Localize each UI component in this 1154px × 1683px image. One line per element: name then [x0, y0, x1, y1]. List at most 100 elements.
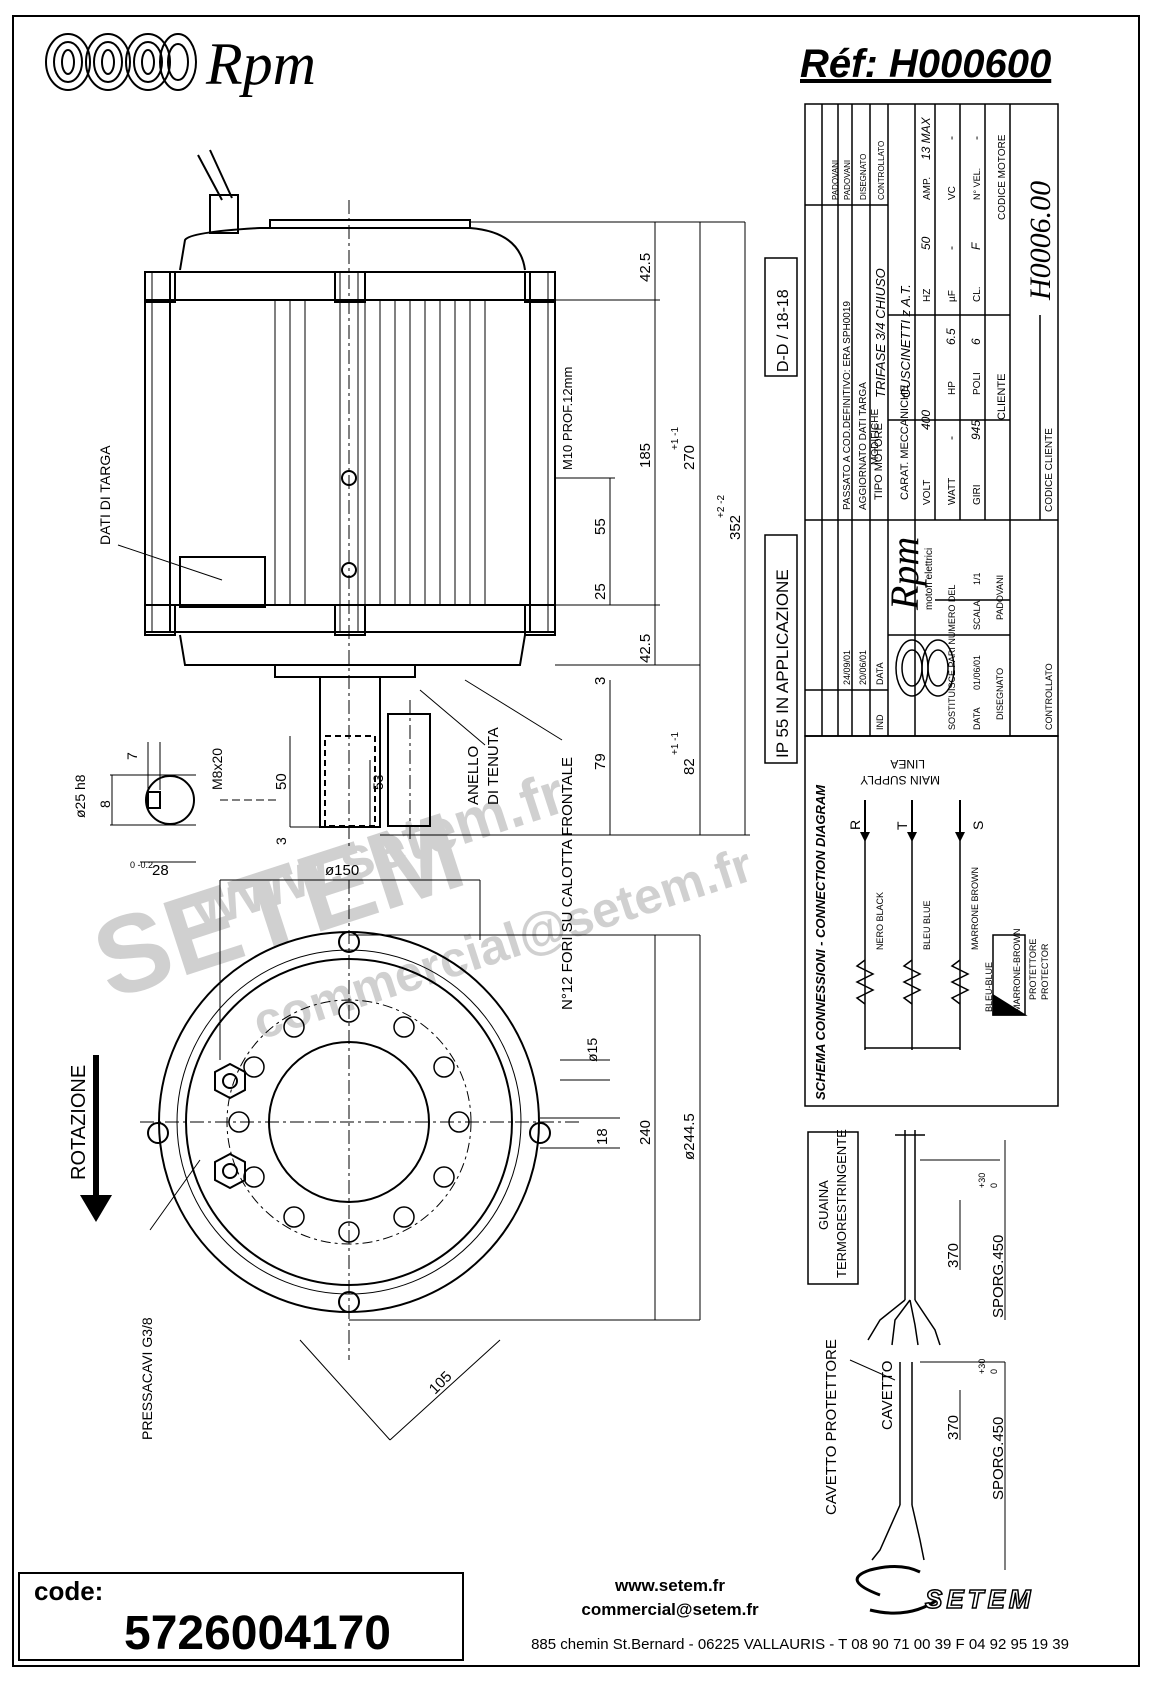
pressacavi-label: PRESSACAVI G3/8 — [139, 1317, 155, 1440]
controllato-col: CONTROLLATO — [877, 141, 886, 200]
uf-label: µF — [947, 290, 958, 302]
setem-logo-icon — [855, 1565, 941, 1615]
dd-box — [764, 257, 798, 377]
ind-label: IND — [875, 714, 885, 730]
cable-assembly-1 — [867, 1130, 1006, 1346]
dim-82-tol: +1 -1 — [670, 731, 681, 755]
hp-value: 6.5 — [944, 328, 958, 345]
dim-28: 28 — [152, 862, 169, 879]
ip55-box — [764, 534, 798, 764]
dim-18: 18 — [594, 1128, 611, 1145]
cavetto-protettore-label: CAVETTO PROTETTORE — [823, 1339, 840, 1515]
dim-25h8: ø25 h8 — [72, 774, 88, 818]
watt-label: WATT — [947, 478, 958, 505]
data-col-label: DATA — [875, 662, 885, 685]
vc-label: VC — [947, 186, 958, 200]
hz-value: 50 — [919, 236, 933, 250]
controllato-label: CONTROLLATO — [1044, 663, 1054, 730]
dim-150: ø150 — [325, 862, 359, 879]
padovani-col-1: PADOVANI — [843, 160, 852, 200]
rotation-arrow-icon — [80, 1055, 112, 1222]
phase-r: R — [847, 820, 863, 830]
dim-352: 352 — [727, 515, 744, 540]
connection-title: SCHEMA CONNESSIONI - CONNECTION DIAGRAM — [813, 784, 828, 1100]
sostituisce-label: SOSTITUISCE PARI NUMERO DEL — [947, 585, 957, 730]
rotazione-label: ROTAZIONE — [68, 1065, 90, 1180]
amp-value: 13 MAX — [919, 116, 933, 160]
mod-date1: 20/06/01 — [858, 650, 868, 685]
drawing-frame — [12, 15, 1140, 1667]
giri-value: 945 — [969, 420, 983, 440]
sporg-tol-2: +30 — [977, 1359, 987, 1374]
data-value: 01/06/01 — [972, 655, 982, 690]
dim-244-5: ø244.5 — [681, 1113, 698, 1160]
m10-label: M10 PROF.12mm — [560, 367, 575, 470]
reference-number: Réf: H000600 — [800, 42, 1052, 86]
dim-53: 53 — [370, 774, 386, 790]
rpm-title-logo: Rpm — [882, 537, 927, 611]
carat-value: CUSCINETTI z A.T. — [898, 284, 913, 398]
sporg-1: SPORG.450 — [990, 1235, 1007, 1318]
tipo-motore-label: TIPO MOTORE — [873, 423, 885, 500]
carat-label: CARAT. MECCANICHE — [899, 385, 911, 500]
ip55-label: IP 55 IN APPLICAZIONE — [773, 569, 792, 758]
motori-elettrici: motori elettrici — [924, 548, 935, 610]
connection-diagram — [855, 840, 1028, 1050]
footer-web[interactable]: www.setem.fr — [615, 1576, 725, 1595]
scala-label: SCALA — [972, 600, 982, 630]
hp-label: HP — [947, 381, 958, 395]
dim-185: 185 — [637, 443, 654, 468]
codice-motore-label: CODICE MOTORE — [997, 134, 1008, 220]
main-supply-label: MAIN SUPPLY — [860, 773, 940, 787]
code-box: code: 5726004170 — [18, 1572, 464, 1661]
disegnato-col: DISEGNATO — [859, 154, 868, 200]
guaina-label: GUAINA — [816, 1180, 831, 1230]
nvel-label: N° VEL. — [972, 168, 982, 200]
nvel-value: - — [969, 136, 983, 140]
data-label: DATA — [972, 707, 982, 730]
cl-value: F — [969, 242, 983, 250]
bleu-blue-label: BLEU-BLUE — [984, 962, 994, 1012]
termorestringente-label: TERMORESTRINGENTE — [834, 1129, 849, 1278]
code-value: 5726004170 — [124, 1607, 391, 1660]
dim-42-5-top: 42.5 — [637, 253, 654, 282]
sporg-tol0-2: 0 — [989, 1369, 999, 1374]
phase-t: T — [894, 821, 910, 830]
fori-label: N°12 FORI SU CALOTTA FRONTALE — [559, 757, 576, 1010]
mod-row1: AGGIORNATO DATI TARGA — [858, 382, 869, 510]
dim-8: 8 — [97, 800, 113, 808]
brand-name: Rpm — [205, 31, 316, 97]
motor-side-view — [144, 149, 556, 828]
dim-105: 105 — [426, 1368, 456, 1398]
sporg-2: SPORG.450 — [990, 1417, 1007, 1500]
disegnato-name: PADOVANI — [995, 575, 1005, 620]
wire-brown: MARRONE BROWN — [970, 867, 980, 950]
dim-3-b: 3 — [273, 837, 289, 845]
dim-82: 82 — [681, 758, 698, 775]
linea-label: LINEA — [890, 757, 925, 771]
cable-len-1: 370 — [945, 1243, 962, 1268]
volt-value: 400 — [919, 410, 933, 430]
anello-label: ANELLO — [465, 746, 482, 805]
cliente-label: CLIENTE — [996, 374, 1008, 420]
dim-15: ø15 — [584, 1038, 600, 1062]
disegnato-label: DISEGNATO — [995, 668, 1005, 720]
sporg-tol-1: +30 — [977, 1173, 987, 1188]
setem-logo-text: SETEM — [925, 1584, 1035, 1614]
footer-email[interactable]: commercial@setem.fr — [581, 1600, 759, 1619]
motor-front-view — [147, 931, 551, 1313]
mod-date2: 24/09/01 — [842, 650, 852, 685]
cavetto-label: CAVETTO — [879, 1361, 896, 1430]
cable-len-2: 370 — [945, 1415, 962, 1440]
rpm-logo-small-icon — [895, 639, 955, 697]
marrone-brown-label: MARRONE-BROWN — [1012, 929, 1022, 1013]
cable-assembly-2 — [849, 1359, 1006, 1570]
poli-label: POLI — [972, 372, 983, 395]
hz-label: HZ — [922, 289, 933, 302]
modifiche-label: MODIFICHE — [870, 409, 881, 465]
protector-label: PROTECTOR — [1040, 943, 1050, 1000]
uf-value: - — [944, 246, 958, 250]
poli-value: 6 — [969, 338, 983, 345]
wire-blue: BLEU BLUE — [922, 900, 932, 950]
amp-label: AMP. — [922, 177, 933, 200]
